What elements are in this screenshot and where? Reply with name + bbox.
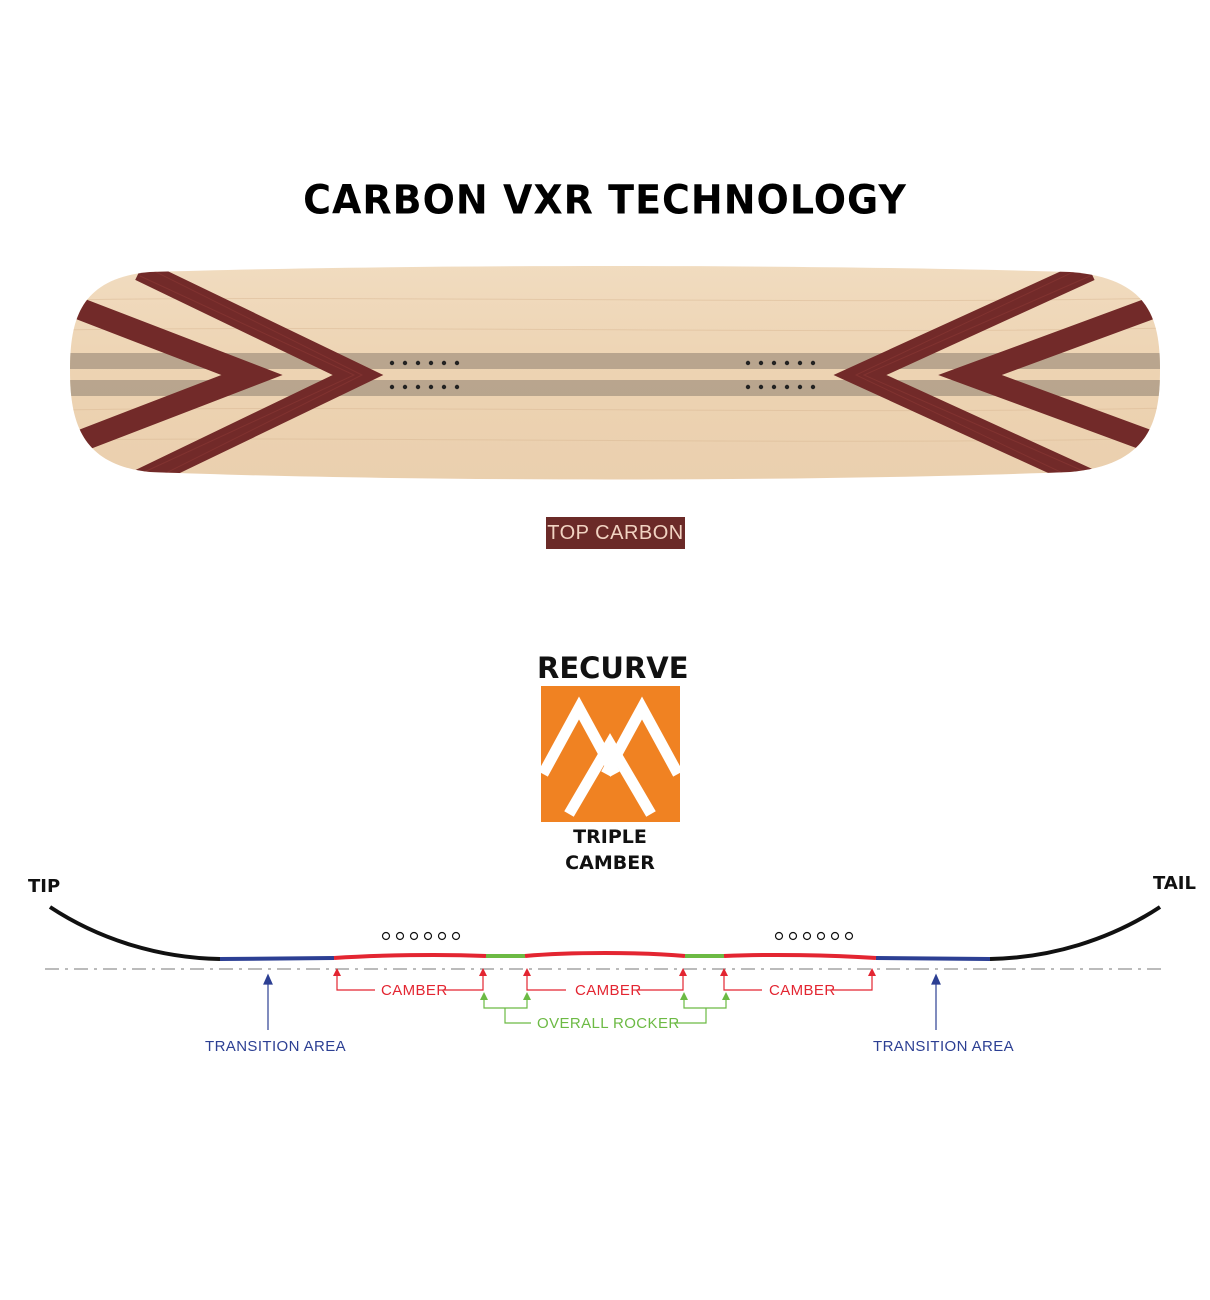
camber-center-label: CAMBER — [575, 982, 642, 999]
triple-peak-icon — [540, 686, 680, 822]
transition-right-segment — [875, 956, 991, 961]
camber-center-segment — [524, 951, 686, 958]
tail-curve — [989, 905, 1162, 961]
recurve-triple-camber-logo: RECURVE TRIPLE CAMBER — [537, 650, 689, 876]
inserts-back-profile — [774, 931, 854, 941]
tip-curve — [48, 905, 221, 961]
carbon-v-tip — [70, 266, 384, 480]
snowboard-top-view — [70, 266, 1160, 480]
overall-rocker-label: OVERALL ROCKER — [537, 1015, 680, 1032]
tail-label: TAIL — [1153, 873, 1196, 894]
transition-left-segment — [219, 956, 335, 961]
transition-left-label: TRANSITION AREA — [205, 1038, 347, 1055]
camber-right-segment — [723, 952, 877, 960]
logo-bottom-text: TRIPLE CAMBER — [565, 826, 655, 874]
rocker-brackets — [483, 997, 727, 1024]
binding-inserts-front — [389, 360, 460, 390]
logo-top-text: RECURVE — [537, 651, 689, 685]
binding-inserts-back — [745, 360, 816, 390]
inserts-front-profile — [381, 931, 461, 941]
page-title: CARBON VXR TECHNOLOGY — [303, 176, 907, 224]
camber-right-label: CAMBER — [769, 982, 836, 999]
transition-arrows — [263, 973, 941, 1030]
camber-brackets — [336, 973, 873, 991]
camber-left-label: CAMBER — [381, 982, 448, 999]
tip-label: TIP — [28, 876, 61, 897]
top-carbon-legend: TOP CARBON — [546, 517, 685, 549]
carbon-v-tail — [833, 266, 1160, 480]
transition-right-label: TRANSITION AREA — [873, 1038, 1015, 1055]
camber-left-segment — [333, 952, 487, 960]
camber-profile-diagram — [45, 905, 1165, 1030]
